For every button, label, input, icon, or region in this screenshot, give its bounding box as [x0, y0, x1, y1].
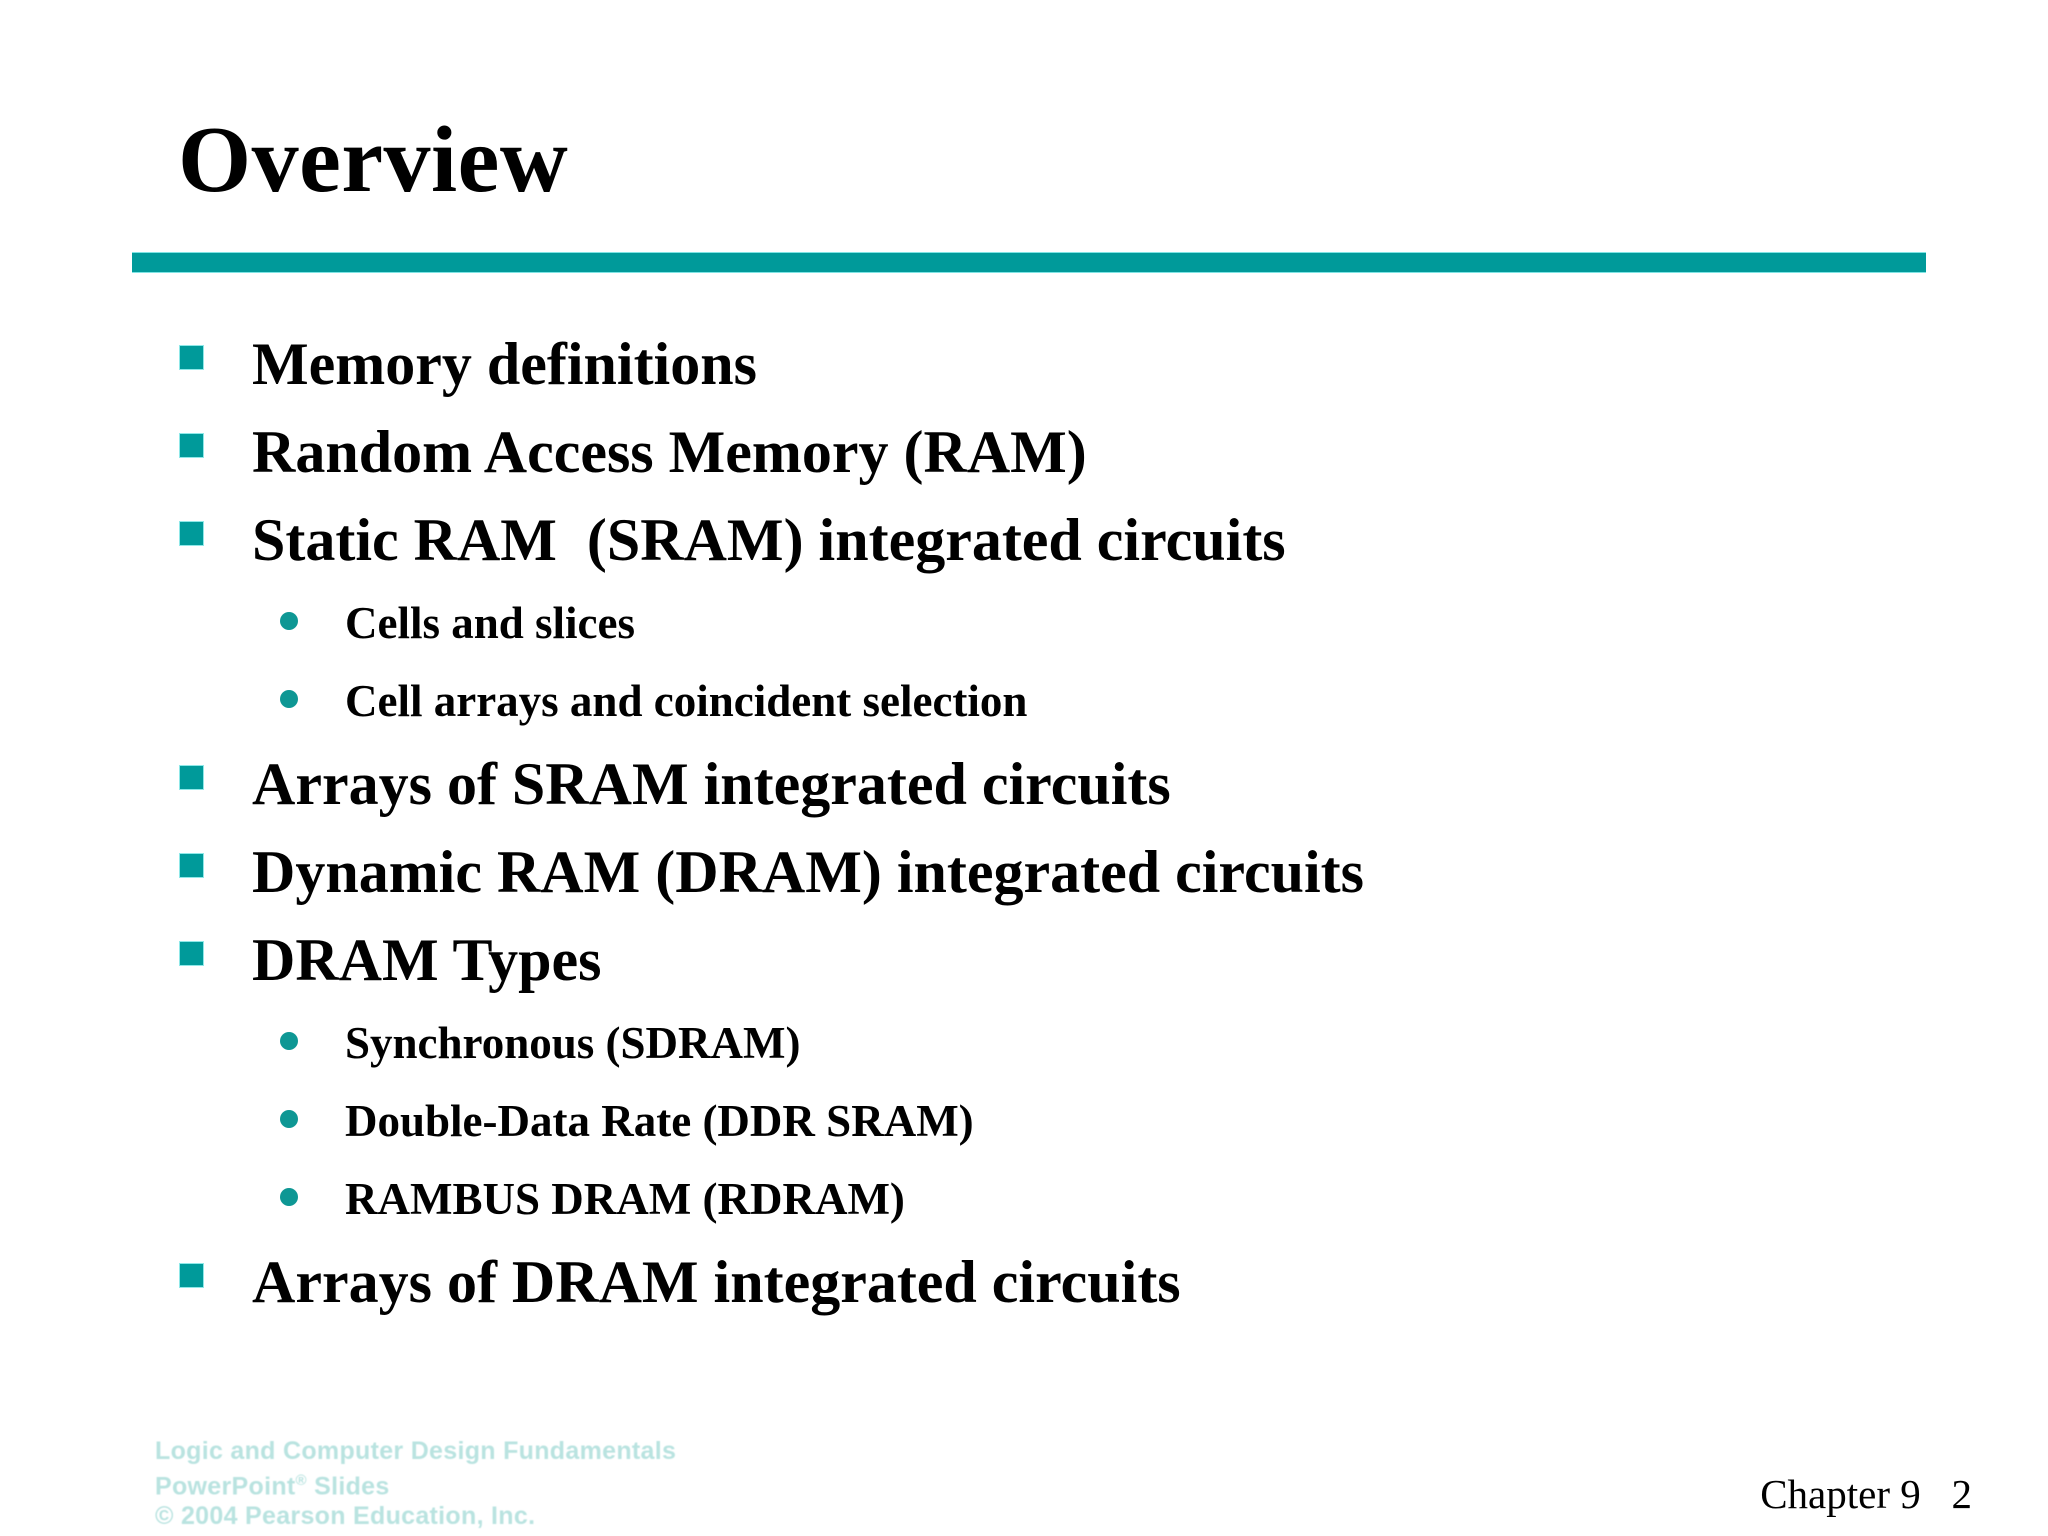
list-item-label: RAMBUS DRAM (RDRAM) — [345, 1174, 905, 1224]
round-bullet-icon — [280, 612, 298, 630]
list-item-label: Arrays of DRAM integrated circuits — [252, 1249, 1181, 1315]
footer-credit-line-3: © 2004 Pearson Education, Inc. — [155, 1502, 536, 1531]
footer-credit-line-1: Logic and Computer Design Fundamentals — [155, 1437, 677, 1465]
list-item-label: Memory definitions — [252, 331, 757, 397]
footer-credit-line-2-main: PowerPoint — [155, 1472, 296, 1501]
round-bullet-icon — [280, 1188, 298, 1206]
footer-credit-line-2-tail: Slides — [306, 1472, 390, 1501]
round-bullet-icon — [280, 690, 298, 708]
page-title: Overview — [178, 107, 569, 212]
list-item-label: Static RAM (SRAM) integrated circuits — [252, 507, 1286, 573]
list-item: Synchronous (SDRAM) — [0, 1004, 2048, 1082]
title-divider-rule — [132, 253, 1926, 272]
list-item: Static RAM (SRAM) integrated circuits — [0, 496, 2048, 584]
list-item: Cells and slices — [0, 584, 2048, 662]
square-bullet-icon — [180, 434, 203, 457]
list-item: Double-Data Rate (DDR SRAM) — [0, 1082, 2048, 1160]
round-bullet-icon — [280, 1110, 298, 1128]
square-bullet-icon — [180, 346, 203, 369]
list-item: Random Access Memory (RAM) — [0, 408, 2048, 496]
square-bullet-icon — [180, 942, 203, 965]
list-item-label: Random Access Memory (RAM) — [252, 419, 1087, 485]
list-item: Memory definitions — [0, 320, 2048, 408]
list-item-label: DRAM Types — [252, 927, 602, 993]
square-bullet-icon — [180, 854, 203, 877]
list-item: Cell arrays and coincident selection — [0, 662, 2048, 740]
square-bullet-icon — [180, 1264, 203, 1287]
list-item: RAMBUS DRAM (RDRAM) — [0, 1160, 2048, 1238]
list-item-label: Cell arrays and coincident selection — [345, 676, 1028, 726]
round-bullet-icon — [280, 1032, 298, 1050]
footer-credit-line-2: PowerPoint® Slides — [155, 1466, 676, 1501]
chapter-page-label: Chapter 9 2 — [1760, 1471, 1972, 1517]
list-item: Arrays of DRAM integrated circuits — [0, 1238, 2048, 1326]
list-item: Dynamic RAM (DRAM) integrated circuits — [0, 828, 2048, 916]
list-item-label: Cells and slices — [345, 598, 636, 648]
list-item-label: Double-Data Rate (DDR SRAM) — [345, 1096, 974, 1146]
list-item: Arrays of SRAM integrated circuits — [0, 740, 2048, 828]
square-bullet-icon — [180, 522, 203, 545]
list-item-label: Dynamic RAM (DRAM) integrated circuits — [252, 839, 1364, 905]
footer-credit: Logic and Computer Design Fundamentals P… — [155, 1436, 676, 1531]
registered-trademark-icon: ® — [295, 1472, 307, 1489]
list-item: DRAM Types — [0, 916, 2048, 1004]
list-item-label: Synchronous (SDRAM) — [345, 1018, 801, 1068]
list-item-label: Arrays of SRAM integrated circuits — [252, 751, 1171, 817]
square-bullet-icon — [180, 766, 203, 789]
